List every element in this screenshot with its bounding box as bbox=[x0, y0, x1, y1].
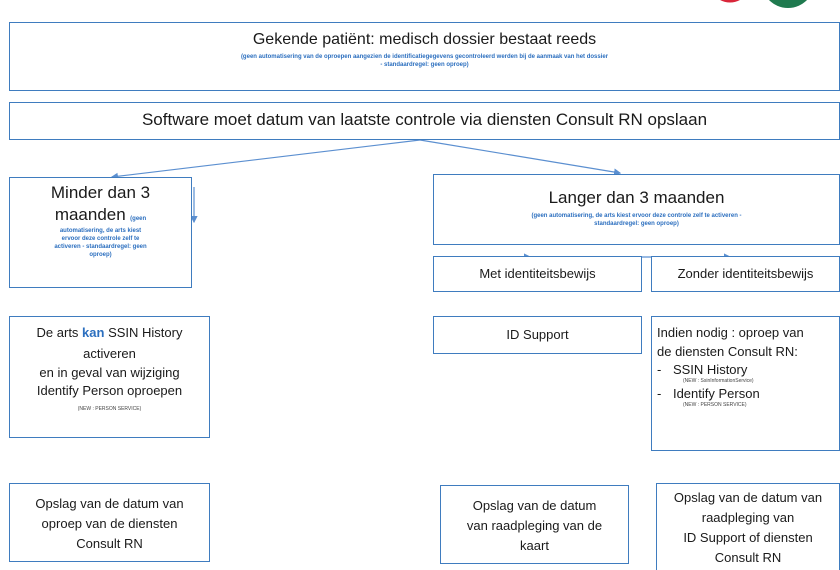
software-text: Software moet datum van laatste controle… bbox=[141, 110, 708, 129]
if-needed-box: Indien nodig : oproep van de diensten Co… bbox=[651, 316, 840, 451]
less-than-3-months-title-2: maanden bbox=[54, 205, 126, 224]
if-needed-bullet-1: - bbox=[657, 362, 662, 377]
storage-call-line-3: Consult RN bbox=[76, 536, 143, 551]
with-id-text: Met identiteitsbewijs bbox=[479, 266, 596, 281]
software-box: Software moet datum van laatste controle… bbox=[9, 102, 840, 140]
doctor-can-line-2: activeren bbox=[83, 346, 136, 361]
less-than-3-months-note-1: automatisering, de arts kiest bbox=[59, 228, 142, 234]
if-needed-bullet-2: - bbox=[657, 386, 662, 401]
without-id-text: Zonder identiteitsbewijs bbox=[677, 266, 814, 281]
doctor-can-line-3: en in geval van wijziging bbox=[39, 365, 180, 380]
storage-idsupport-line-4: Consult RN bbox=[714, 550, 782, 565]
if-needed-item-1-note: (NEW : SsinInformationService) bbox=[683, 378, 754, 384]
known-patient-box: Gekende patiënt: medisch dossier bestaat… bbox=[9, 22, 840, 91]
if-needed-line-1: Indien nodig : oproep van bbox=[657, 325, 804, 340]
less-than-3-months-title-1: Minder dan 3 bbox=[50, 183, 151, 202]
more-than-3-months-note-2: standaardregel: geen oproep) bbox=[594, 221, 679, 227]
less-than-3-months-note-4: oproep) bbox=[89, 252, 112, 258]
more-than-3-months-title: Langer dan 3 maanden bbox=[548, 188, 725, 207]
storage-card-line-2: van raadpleging van de bbox=[466, 518, 603, 533]
id-support-text: ID Support bbox=[506, 327, 569, 342]
logo bbox=[700, 0, 840, 10]
doctor-can-box: De arts kan SSIN History activeren en in… bbox=[9, 316, 210, 438]
doctor-can-kan: kan bbox=[82, 325, 105, 340]
if-needed-item-1: SSIN History bbox=[672, 362, 748, 377]
arrow-to-langer bbox=[419, 139, 622, 176]
storage-card-date-box: Opslag van de datum van raadpleging van … bbox=[440, 485, 629, 564]
known-patient-title: Gekende patiënt: medisch dossier bestaat… bbox=[252, 31, 597, 48]
storage-call-line-2: oproep van de diensten bbox=[41, 516, 178, 531]
more-than-3-months-box: Langer dan 3 maanden (geen automatiserin… bbox=[433, 174, 840, 245]
arrow-to-minder bbox=[110, 139, 421, 180]
doctor-can-note: (NEW : PERSON SERVICE) bbox=[77, 406, 142, 412]
doctor-can-post: SSIN History bbox=[104, 325, 183, 340]
with-id-box: Met identiteitsbewijs bbox=[433, 256, 642, 292]
doctor-can-line-4: Identify Person oproepen bbox=[36, 383, 183, 398]
storage-call-line-1: Opslag van de datum van bbox=[35, 496, 184, 511]
more-than-3-months-note-1: (geen automatisering, de arts kiest ervo… bbox=[531, 213, 742, 219]
known-patient-note-1: (geen automatisering van de oproepen aan… bbox=[240, 54, 609, 60]
storage-card-line-1: Opslag van de datum bbox=[472, 498, 597, 513]
less-than-3-months-note-3: activeren - standaardregel: geen bbox=[54, 244, 147, 250]
less-than-3-months-note-inline: (geen bbox=[130, 216, 147, 222]
storage-idsupport-line-3: ID Support of diensten bbox=[683, 530, 813, 545]
less-than-3-months-box: Minder dan 3 maanden (geen automatiserin… bbox=[9, 177, 192, 288]
id-support-box: ID Support bbox=[433, 316, 642, 354]
storage-call-date-box: Opslag van de datum van oproep van de di… bbox=[9, 483, 210, 562]
without-id-box: Zonder identiteitsbewijs bbox=[651, 256, 840, 292]
less-than-3-months-note-2: ervoor deze controle zelf te bbox=[61, 236, 140, 242]
storage-idsupport-line-2: raadpleging van bbox=[701, 510, 795, 525]
doctor-can-pre: De arts bbox=[36, 325, 83, 340]
if-needed-item-2: Identify Person bbox=[672, 386, 760, 401]
storage-idsupport-date-box: Opslag van de datum van raadpleging van … bbox=[656, 483, 840, 570]
known-patient-note-2: - standaardregel: geen oproep) bbox=[380, 62, 469, 68]
storage-card-line-3: kaart bbox=[520, 538, 549, 553]
storage-idsupport-line-1: Opslag van de datum van bbox=[673, 490, 823, 505]
if-needed-item-2-note: (NEW : PERSON SERVICE) bbox=[683, 402, 747, 408]
if-needed-line-2: de diensten Consult RN: bbox=[657, 344, 798, 359]
